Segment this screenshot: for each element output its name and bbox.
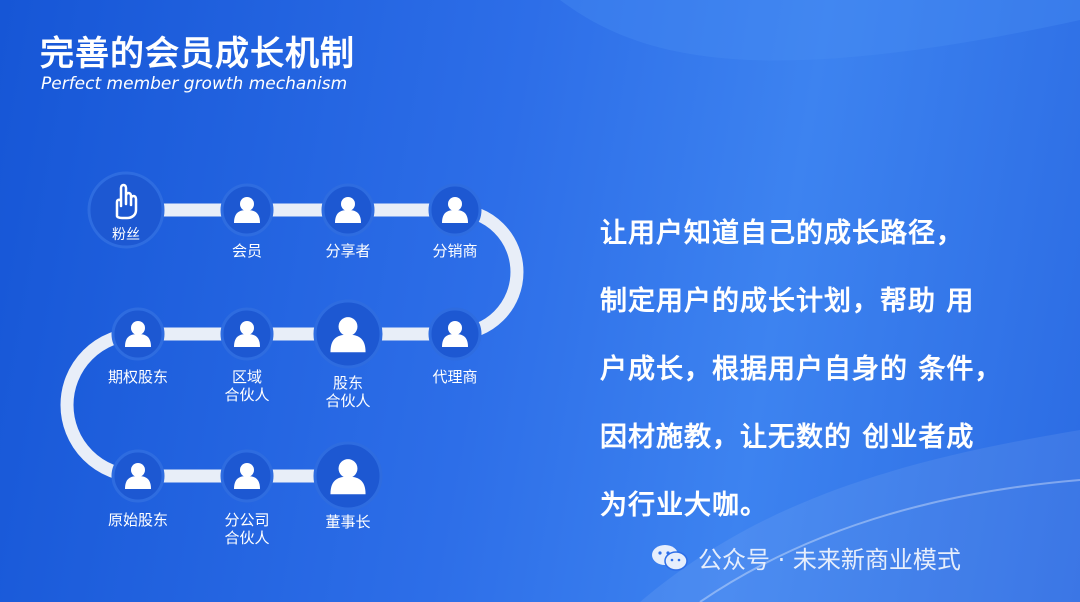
node-label-distributor: 分销商 [432,242,478,260]
node-distributor [428,183,482,237]
node-label-option-shareholder: 期权股东 [107,368,168,386]
node-original-shareholder [111,449,165,503]
node-label-original-shareholder: 原始股东 [107,511,168,529]
node-option-shareholder [111,307,165,361]
node-fans [87,171,165,249]
wechat-icon [652,544,688,571]
node-regional-partner [220,307,274,361]
node-label-member: 会员 [231,242,262,260]
description-line: 为行业大咖。 [600,490,768,521]
description-text: 让用户知道自己的成长路径， 制定用户的成长计划，帮助 用 户成长，根据用户自身的… [600,200,1040,540]
node-label-agent: 代理商 [432,368,478,386]
node-chairman [313,441,383,511]
node-label-branch-partner: 分公司 合伙人 [224,511,270,547]
hand-icon [115,183,138,220]
node-label-equity-partner: 股东 合伙人 [325,374,371,410]
node-label-chairman: 董事长 [325,513,371,531]
node-label-fans: 粉丝 [112,227,140,243]
node-label-sharer: 分享者 [325,242,371,260]
footer-watermark: 公众号 · 未来新商业模式 [650,540,961,575]
description-line: 制定用户的成长计划，帮助 用 [600,286,975,317]
node-agent [428,307,482,361]
description-line: 让用户知道自己的成长路径， [600,218,964,249]
description-line: 因材施教，让无数的 创业者成 [600,422,975,453]
page-title: 完善的会员成长机制 [40,34,355,74]
node-equity-partner [313,299,383,369]
page-subtitle: Perfect member growth mechanism [41,74,348,94]
node-sharer [321,183,375,237]
node-label-regional-partner: 区域 合伙人 [224,368,270,404]
description-line: 户成长，根据用户自身的 条件， [600,354,1003,385]
footer-source: 公众号 · 未来新商业模式 [698,546,961,574]
node-branch-partner [220,449,274,503]
node-member [220,183,274,237]
